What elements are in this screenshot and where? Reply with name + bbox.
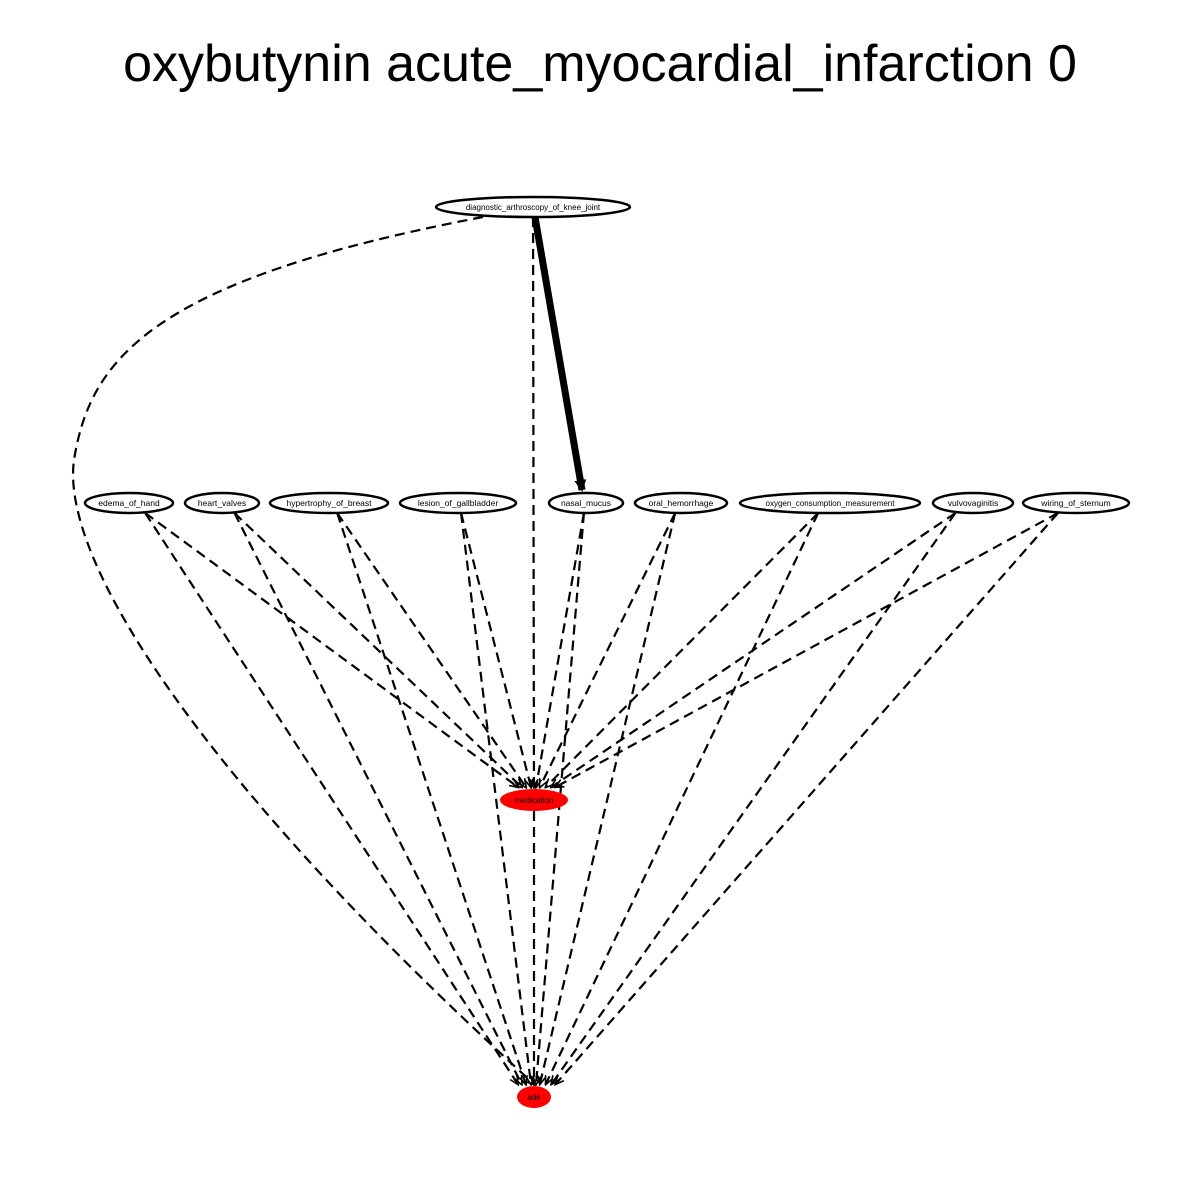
node-vulvovaginitis-shape [931,491,1015,515]
node-ade-shape [517,1086,551,1108]
edge-lesion-of-gallbladder-to-medication [459,512,531,787]
node-medication-label: medication [515,796,554,805]
edge-diagnostic-arthroscopy-of-knee-joint-to-ade [72,215,534,1084]
node-medication: medication [500,789,568,811]
node-nasal-mucus: nasal_mucus [547,491,625,515]
node-ade: ade [517,1086,551,1108]
node-hypertrophy-of-breast-shape [268,491,390,515]
node-nasal-mucus-shape [547,491,625,515]
edge-diagnostic-arthroscopy-of-knee-joint-to-nasal-mucus [531,216,587,492]
node-nasal-mucus-label: nasal_mucus [561,498,611,508]
node-oxygen-consumption-measurement-shape [738,491,922,515]
node-diagnostic-arthroscopy-of-knee-joint: diagnostic_arthroscopy_of_knee_joint [434,195,632,219]
node-heart-valves-shape [183,491,261,515]
edge-edema-of-hand-to-medication [144,512,518,787]
edge-edema-of-hand-to-ade [144,512,518,1084]
edge-oxygen-consumption-measurement-to-medication [546,512,819,787]
nodes-layer: diagnostic_arthroscopy_of_knee_jointedem… [83,195,1131,1108]
edges-layer [72,215,1059,1084]
edge-heart-valves-to-medication [233,512,521,787]
node-wiring-of-sternum-shape [1021,491,1131,515]
node-oral-hemorrhage-shape [633,491,729,515]
edge-vulvovaginitis-to-ade [552,512,957,1084]
edge-diagnostic-arthroscopy-of-knee-joint-to-medication [533,216,534,787]
node-heart-valves: heart_valves [183,491,261,515]
edge-hypertrophy-of-breast-to-ade [336,512,526,1084]
node-hypertrophy-of-breast: hypertrophy_of_breast [268,491,390,515]
node-edema-of-hand-label: edema_of_hand [98,498,160,508]
node-ade-label: ade [527,1093,541,1102]
node-oxygen-consumption-measurement-label: oxygen_consumption_measurement [766,499,896,508]
node-diagnostic-arthroscopy-of-knee-joint-label: diagnostic_arthroscopy_of_knee_joint [466,203,601,212]
edge-oral-hemorrhage-to-medication [540,512,677,787]
node-edema-of-hand: edema_of_hand [83,491,175,515]
node-hypertrophy-of-breast-label: hypertrophy_of_breast [286,498,372,508]
edge-nasal-mucus-to-medication [536,512,586,787]
edge-oxygen-consumption-measurement-to-ade [546,512,820,1084]
node-diagnostic-arthroscopy-of-knee-joint-shape [434,195,632,219]
edge-oral-hemorrhage-to-ade [540,512,677,1084]
node-lesion-of-gallbladder-shape [398,491,518,515]
node-vulvovaginitis-label: vulvovaginitis [948,498,999,508]
node-medication-shape [500,789,568,811]
node-lesion-of-gallbladder-label: lesion_of_gallbladder [418,498,499,508]
node-lesion-of-gallbladder: lesion_of_gallbladder [398,491,518,515]
node-oxygen-consumption-measurement: oxygen_consumption_measurement [738,491,922,515]
edge-wiring-of-sternum-to-ade [556,512,1059,1084]
page-title: oxybutynin acute_myocardial_infarction 0 [123,35,1077,93]
node-wiring-of-sternum: wiring_of_sternum [1021,491,1131,515]
edge-vulvovaginitis-to-medication [552,512,957,787]
node-edema-of-hand-shape [83,491,175,515]
edge-hypertrophy-of-breast-to-medication [336,512,526,787]
node-oral-hemorrhage-label: oral_hemorrhage [649,498,714,508]
edge-wiring-of-sternum-to-medication [556,512,1059,787]
node-vulvovaginitis: vulvovaginitis [931,491,1015,515]
node-oral-hemorrhage: oral_hemorrhage [633,491,729,515]
edge-heart-valves-to-ade [233,512,521,1084]
node-wiring-of-sternum-label: wiring_of_sternum [1040,498,1110,508]
node-heart-valves-label: heart_valves [198,498,246,508]
